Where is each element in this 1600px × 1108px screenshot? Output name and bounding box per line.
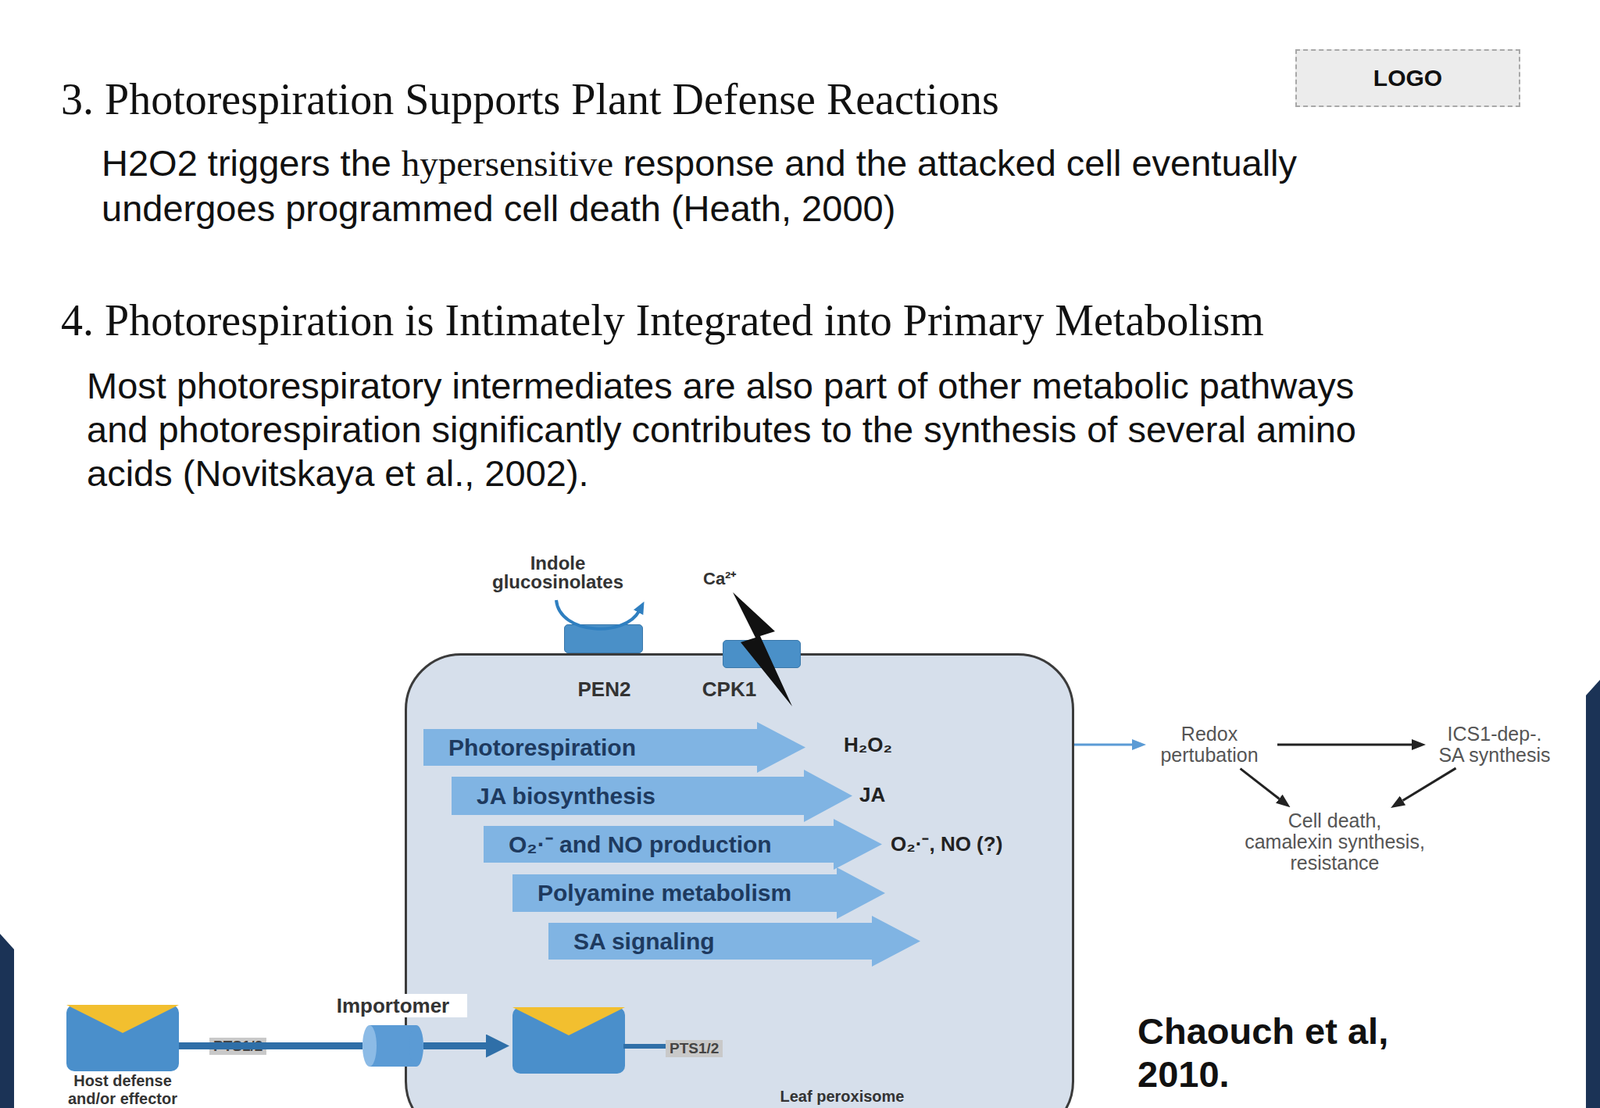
tag-label: PTS1/2 <box>209 1037 267 1055</box>
protein-shape <box>512 1007 625 1074</box>
input-label: Indole glucosinolates <box>471 553 644 592</box>
figure-citation: Chaouch et al, 2010. <box>1137 1009 1435 1096</box>
ion-label: Ca²⁺ <box>703 569 736 589</box>
body-text-run: hypersensitive <box>401 142 615 184</box>
process-arrow: JA biosynthesis <box>451 769 853 822</box>
body-text: H2O2 triggers thehypersensitiveresponse … <box>101 140 1352 231</box>
cylinder-end <box>409 1025 424 1067</box>
node-label: Redox pertubation <box>1150 723 1268 766</box>
connector <box>1074 743 1133 747</box>
node-label: Cell death, camalexin synthesis, resista… <box>1242 810 1427 874</box>
node-label: Photorespiration <box>448 721 636 773</box>
arrow-body <box>451 769 853 822</box>
signal-triangle <box>512 1007 625 1036</box>
process-arrow: Photorespiration <box>423 721 806 773</box>
product-label: O₂·⁻, NO (?) <box>890 832 1003 856</box>
text-node: Cell death, camalexin synthesis, resista… <box>1242 810 1427 874</box>
cylinder-end <box>362 1025 377 1067</box>
organelle-outline: Leaf peroxisome PhotorespirationJA biosyn… <box>404 653 1075 1108</box>
node-label: PTS1/2 <box>665 1039 723 1058</box>
node-label: ICS1-dep-. SA synthesis <box>1435 723 1554 766</box>
node-label: Polyamine metabolism <box>537 867 792 919</box>
node-label: PEN2 <box>564 678 644 700</box>
protein-body <box>66 1004 179 1072</box>
logo-placeholder: LOGO <box>1295 49 1521 108</box>
product-label: JA <box>859 782 886 807</box>
slide-edge-shape <box>1585 679 1600 1108</box>
protein-symbol: PTS1/2Host defense and/or effector <box>66 1004 179 1072</box>
membrane-protein-box: PEN2 <box>564 624 643 654</box>
signal-triangle <box>66 1004 179 1033</box>
node-label: O₂·⁻ and NO production <box>508 818 772 870</box>
process-arrow: SA signaling <box>548 915 921 967</box>
connector <box>1277 743 1412 747</box>
protein-shape <box>66 1004 179 1072</box>
arrow-body <box>548 915 921 967</box>
node-label: Host defense and/or effector <box>60 1071 186 1108</box>
slide-heading: 4. Photorespiration is Intimately Integr… <box>60 295 1265 346</box>
slide-heading: 3. Photorespiration Supports Plant Defen… <box>60 74 1000 125</box>
process-arrow: O₂·⁻ and NO production <box>483 818 883 870</box>
product-label: H₂O₂ <box>843 732 893 757</box>
slide-edge-shape <box>0 933 15 1108</box>
process-arrow: Polyamine metabolism <box>512 867 886 919</box>
protein-symbol: PTS1/2 <box>512 1007 625 1074</box>
node-label: JA biosynthesis <box>476 769 656 822</box>
node-label: CPK1 <box>697 678 761 700</box>
text-node: ICS1-dep-. SA synthesis <box>1435 723 1554 766</box>
protein-body <box>512 1007 625 1074</box>
connector <box>178 1042 363 1050</box>
node-label: Leaf peroxisome <box>756 1087 929 1105</box>
text-node: Redox pertubation <box>1150 723 1268 766</box>
arrow-body <box>512 867 886 919</box>
connector <box>1240 768 1280 800</box>
node-label: Importomer <box>318 993 468 1018</box>
connector <box>1403 767 1457 800</box>
importomer-symbol: Importomer <box>362 1025 424 1067</box>
membrane-protein-box: CPK1 <box>722 639 801 668</box>
arrow-body <box>483 818 883 870</box>
body-text: Most photorespiratory intermediates are … <box>86 364 1388 496</box>
node-label: SA signaling <box>573 915 715 967</box>
arrow-body <box>423 721 806 773</box>
body-text-run: H2O2 triggers the <box>101 142 392 184</box>
cylinder-shape <box>362 1025 424 1067</box>
